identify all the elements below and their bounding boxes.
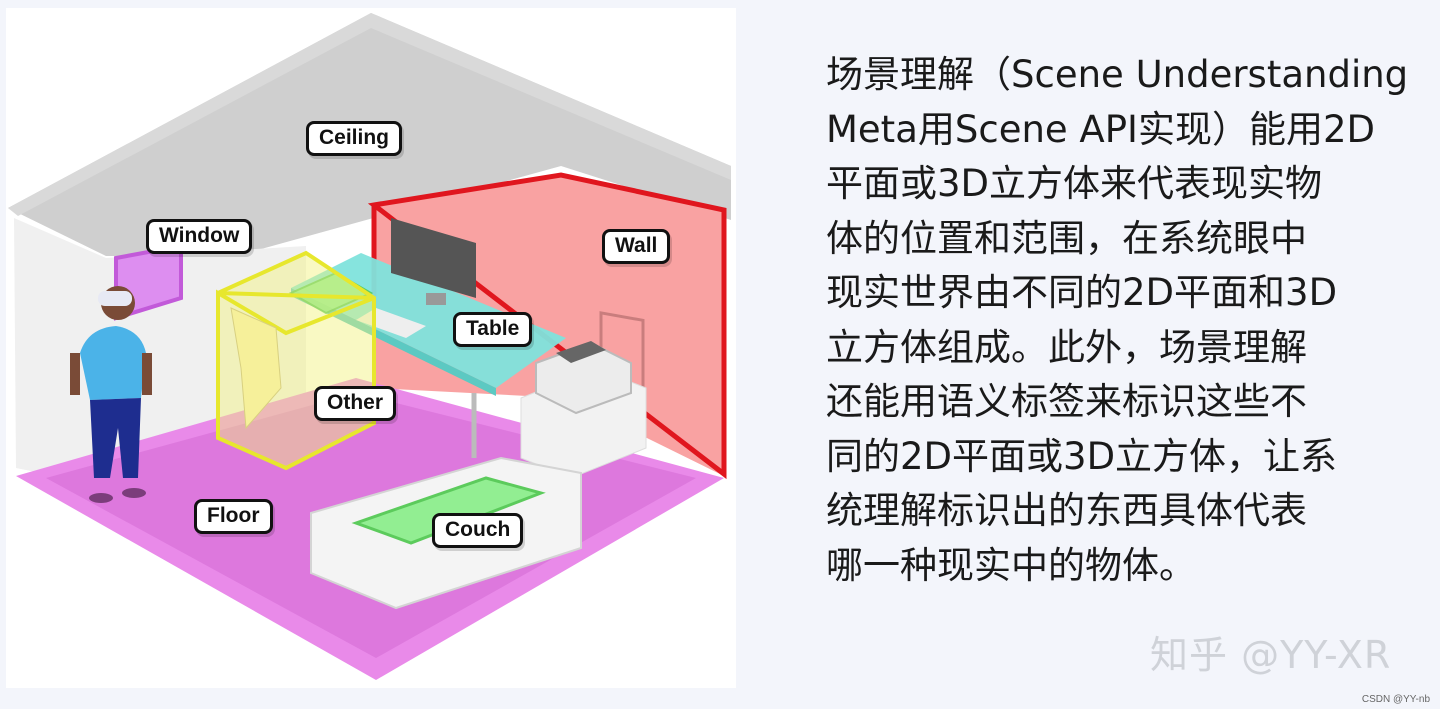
ceiling-label: Ceiling (306, 121, 403, 156)
couch-seat-plane (351, 476, 546, 545)
person-with-headset-icon (70, 286, 152, 503)
scene-understanding-illustration: Ceiling Window Wall Table Other Floor Co… (6, 8, 736, 688)
csdn-source-mark: CSDN @YY-nb (1361, 694, 1430, 705)
monitor-icon (391, 218, 476, 298)
floor-label: Floor (194, 499, 273, 534)
left-wall (14, 218, 306, 478)
room-diagram (8, 13, 731, 680)
table-edge (291, 288, 496, 396)
table-label: Table (453, 312, 533, 347)
ceiling-underside (8, 13, 731, 216)
wall-label: Wall (602, 229, 671, 264)
other-label: Other (314, 386, 397, 421)
chair-icon (230, 307, 282, 430)
other-box-outline (216, 250, 376, 471)
zhihu-watermark: 知乎 @YY-XR (1150, 633, 1392, 677)
couch-label: Couch (432, 513, 524, 548)
scene-understanding-description: 场景理解（Scene Understanding Meta用Scene API实… (826, 53, 1409, 587)
window-label: Window (146, 219, 253, 254)
